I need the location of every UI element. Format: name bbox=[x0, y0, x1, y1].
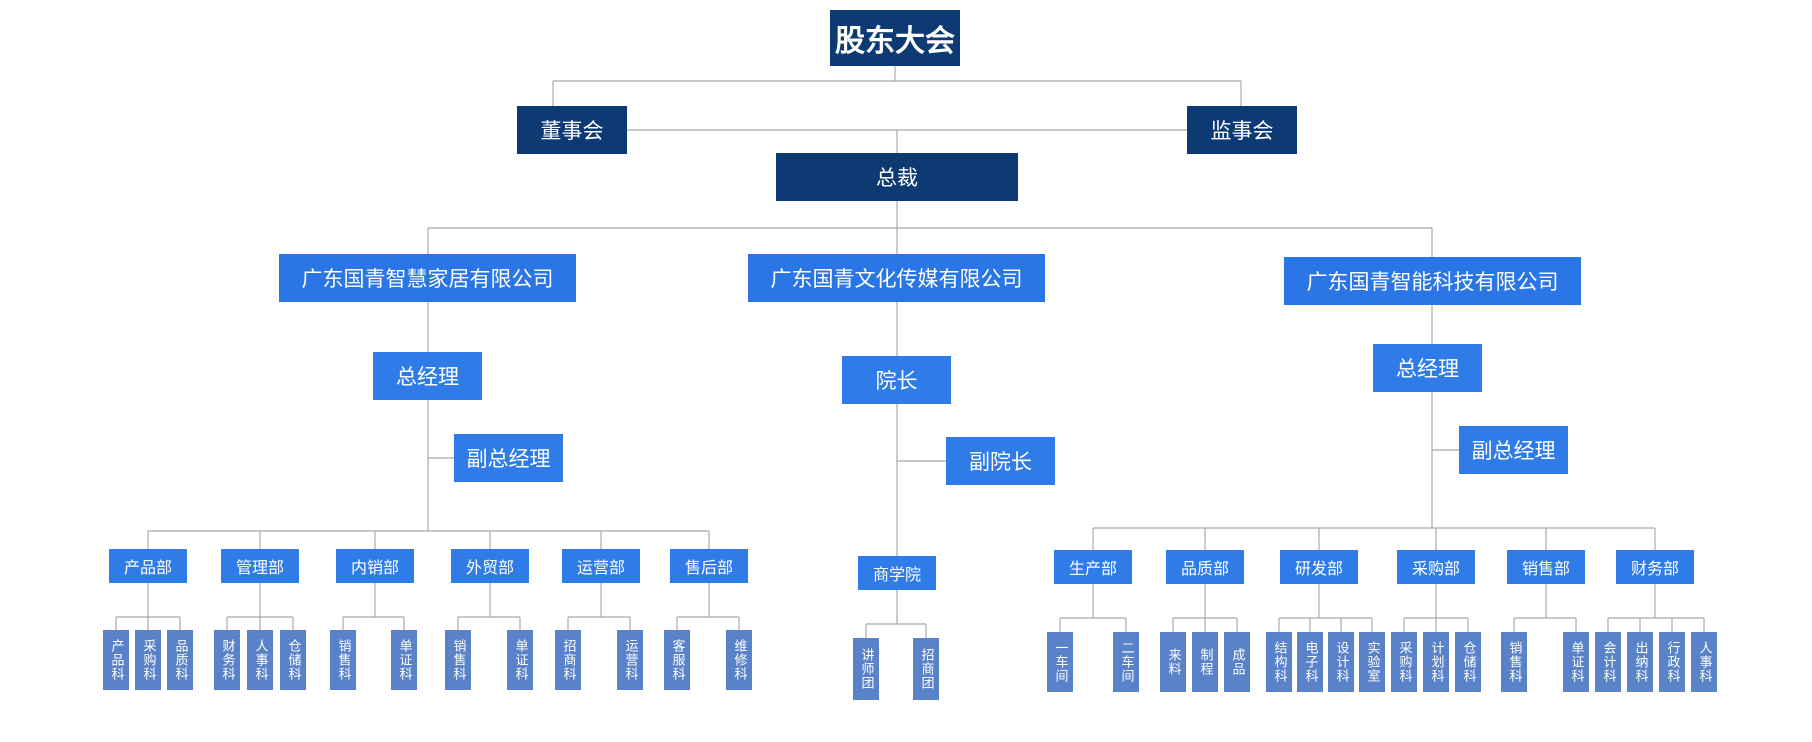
section-box: 一车间 bbox=[1047, 632, 1073, 692]
section-box: 招商团 bbox=[913, 638, 939, 700]
dept-finance: 财务部 bbox=[1616, 550, 1694, 584]
company-culture-media-vice-dean-box: 副院长 bbox=[946, 437, 1055, 485]
section-box: 电子科 bbox=[1297, 632, 1323, 692]
section-box: 采购科 bbox=[1391, 632, 1417, 692]
section-box: 实验室 bbox=[1359, 632, 1385, 692]
section-box: 会计科 bbox=[1595, 632, 1621, 692]
dept-rnd: 研发部 bbox=[1280, 550, 1358, 584]
section-box: 销售科 bbox=[330, 630, 356, 690]
section-box: 财务科 bbox=[214, 630, 240, 690]
section-box: 单证科 bbox=[1563, 632, 1589, 692]
section-box: 单证科 bbox=[391, 630, 417, 690]
section-box: 运营科 bbox=[617, 630, 643, 690]
section-box: 人事科 bbox=[247, 630, 273, 690]
company-smart-tech-deputy-box: 副总经理 bbox=[1459, 426, 1568, 474]
section-box: 设计科 bbox=[1328, 632, 1354, 692]
company-smart-home-manager-box: 总经理 bbox=[373, 352, 482, 400]
section-box: 制程 bbox=[1192, 632, 1218, 692]
company-culture-media-dean-box: 院长 bbox=[842, 356, 951, 404]
section-box: 销售科 bbox=[445, 630, 471, 690]
section-box: 采购科 bbox=[135, 630, 161, 690]
section-box: 单证科 bbox=[507, 630, 533, 690]
company-smart-home-deputy-box: 副总经理 bbox=[454, 434, 563, 482]
section-box: 二车间 bbox=[1113, 632, 1139, 692]
section-box: 成品 bbox=[1224, 632, 1250, 692]
dept-domestic-sales: 内销部 bbox=[336, 549, 414, 583]
company-culture-media-box: 广东国青文化传媒有限公司 bbox=[748, 254, 1045, 302]
section-box: 客服科 bbox=[664, 630, 690, 690]
section-box: 产品科 bbox=[103, 630, 129, 690]
board-of-supervisors-box: 监事会 bbox=[1187, 106, 1297, 154]
dept-management: 管理部 bbox=[221, 549, 299, 583]
dept-production: 生产部 bbox=[1054, 550, 1132, 584]
board-of-directors-box: 董事会 bbox=[517, 106, 627, 154]
dept-quality: 品质部 bbox=[1166, 550, 1244, 584]
company-smart-home-box: 广东国青智慧家居有限公司 bbox=[279, 254, 576, 302]
shareholders-meeting-box: 股东大会 bbox=[830, 10, 960, 66]
section-box: 结构科 bbox=[1266, 632, 1292, 692]
section-box: 行政科 bbox=[1659, 632, 1685, 692]
dept-purchasing: 采购部 bbox=[1397, 550, 1475, 584]
section-box: 品质科 bbox=[167, 630, 193, 690]
section-box: 人事科 bbox=[1691, 632, 1717, 692]
section-box: 计划科 bbox=[1423, 632, 1449, 692]
company-smart-tech-manager-box: 总经理 bbox=[1373, 344, 1482, 392]
dept-sales: 销售部 bbox=[1507, 550, 1585, 584]
section-box: 来料 bbox=[1160, 632, 1186, 692]
president-box: 总裁 bbox=[776, 153, 1018, 201]
section-box: 仓储科 bbox=[280, 630, 306, 690]
dept-after-sales: 售后部 bbox=[670, 549, 748, 583]
section-box: 销售科 bbox=[1501, 632, 1527, 692]
dept-product: 产品部 bbox=[109, 549, 187, 583]
dept-operations: 运营部 bbox=[562, 549, 640, 583]
dept-business-school: 商学院 bbox=[858, 556, 936, 590]
section-box: 招商科 bbox=[555, 630, 581, 690]
section-box: 讲师团 bbox=[853, 638, 879, 700]
company-smart-tech-box: 广东国青智能科技有限公司 bbox=[1284, 257, 1581, 305]
dept-foreign-trade: 外贸部 bbox=[451, 549, 529, 583]
section-box: 出纳科 bbox=[1627, 632, 1653, 692]
section-box: 仓储科 bbox=[1455, 632, 1481, 692]
section-box: 维修科 bbox=[726, 630, 752, 690]
